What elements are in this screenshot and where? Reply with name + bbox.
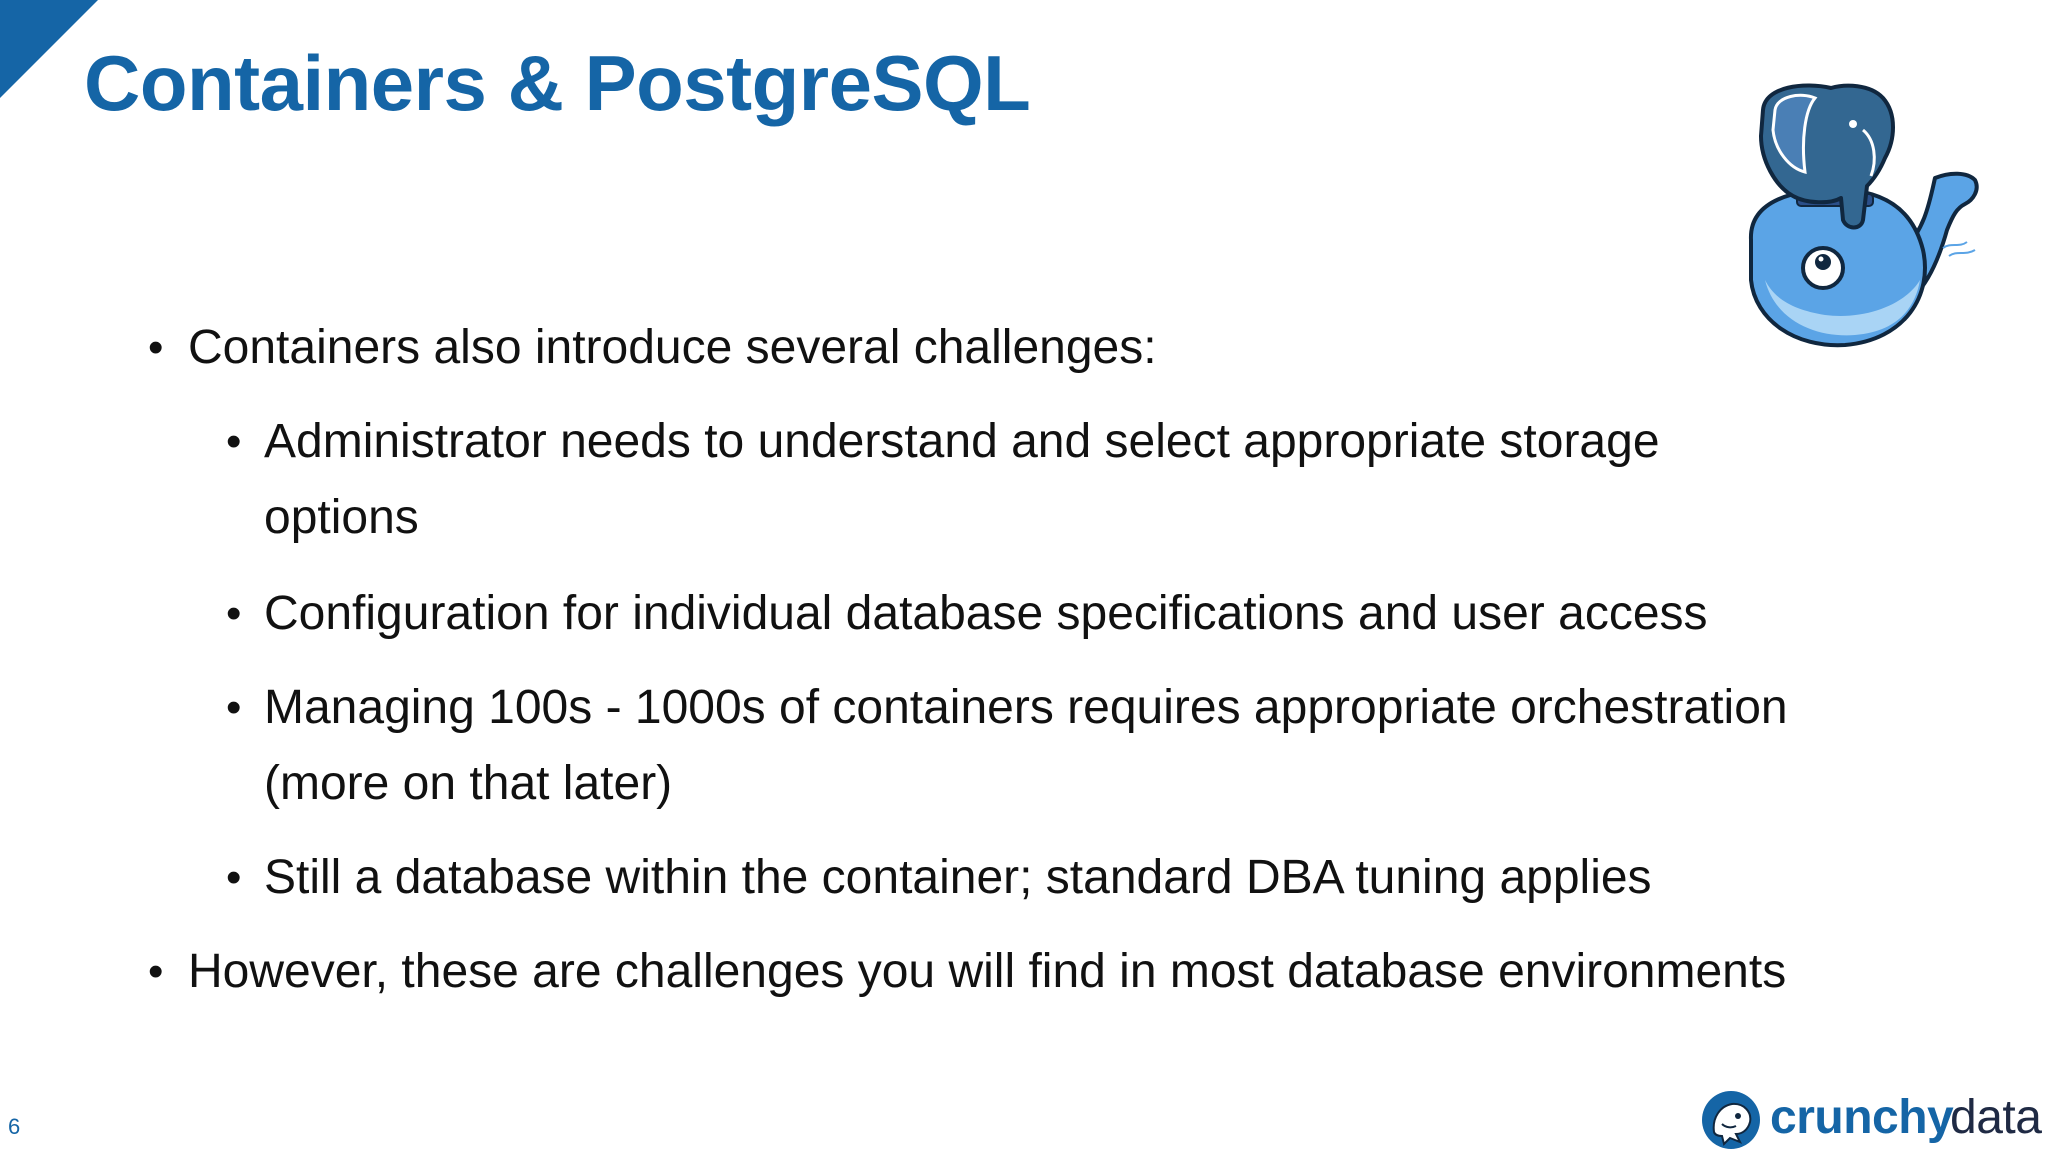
bullet-marker: • xyxy=(226,589,242,638)
crunchy-data-logo: crunchy data xyxy=(1700,1088,2048,1152)
slide-title: Containers & PostgreSQL xyxy=(84,39,1031,127)
sub-bullet-item: • Administrator needs to understand and … xyxy=(226,404,1824,556)
bullet-text: Administrator needs to understand and se… xyxy=(264,415,1660,544)
bullet-text: Still a database within the container; s… xyxy=(264,851,1652,904)
bullet-marker: • xyxy=(148,947,164,996)
bullet-text: However, these are challenges you will f… xyxy=(188,945,1787,998)
bullet-text: Configuration for individual database sp… xyxy=(264,587,1708,640)
sub-bullet-item: • Managing 100s - 1000s of containers re… xyxy=(226,670,1824,822)
bullet-item: • However, these are challenges you will… xyxy=(148,934,1908,1010)
bullet-marker: • xyxy=(148,323,164,372)
corner-accent-triangle xyxy=(0,0,98,98)
bullet-item: • Containers also introduce several chal… xyxy=(148,310,1908,386)
bullet-text: Containers also introduce several challe… xyxy=(188,321,1157,374)
crunchy-data-mascot-icon xyxy=(1702,1091,1760,1149)
bullet-marker: • xyxy=(226,417,242,466)
bullet-marker: • xyxy=(226,683,242,732)
page-number: 6 xyxy=(8,1114,21,1139)
sub-bullet-item: • Configuration for individual database … xyxy=(226,576,1824,652)
bullet-marker: • xyxy=(226,853,242,902)
sub-bullet-item: • Still a database within the container;… xyxy=(226,840,1824,916)
brand-name-light: data xyxy=(1950,1091,2042,1144)
brand-name-bold: crunchy xyxy=(1770,1091,1954,1144)
postgresql-elephant-on-docker-whale-icon xyxy=(1748,83,1979,348)
bullet-text: Managing 100s - 1000s of containers requ… xyxy=(264,681,1788,810)
